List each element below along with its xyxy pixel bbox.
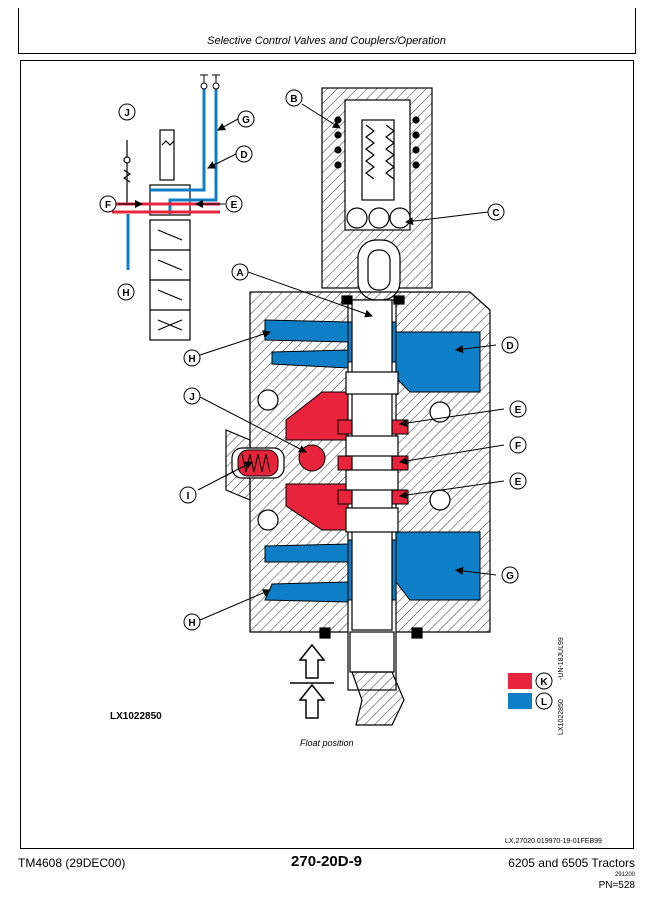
svg-text:L: L	[541, 697, 547, 708]
footer-pn: PN=528	[598, 880, 635, 891]
header-rule	[18, 53, 636, 54]
svg-text:H: H	[188, 618, 195, 629]
callout-e-upper	[509, 400, 527, 418]
callout-c	[487, 203, 505, 221]
footer-page-number: 270-20D-9	[291, 853, 362, 870]
figure-caption: Float position	[300, 738, 354, 748]
leader-lines	[118, 103, 505, 621]
svg-text:F: F	[105, 200, 111, 211]
detent-housing	[321, 87, 433, 301]
svg-text:D: D	[240, 150, 247, 161]
svg-text:E: E	[515, 405, 522, 416]
callout-circles	[99, 89, 553, 710]
header-rule-left	[18, 8, 19, 54]
figure-frame	[20, 60, 634, 849]
callout-j-top	[118, 103, 136, 121]
svg-text:I: I	[187, 491, 190, 502]
callout-h-lower	[183, 613, 201, 631]
callout-b	[285, 89, 303, 107]
callout-f	[509, 436, 527, 454]
svg-text:J: J	[124, 108, 130, 119]
svg-text:H: H	[122, 288, 129, 299]
svg-text:D: D	[506, 341, 513, 352]
callout-h-top	[117, 283, 135, 301]
top-fittings	[200, 74, 220, 90]
header-rule-right	[635, 8, 636, 54]
svg-text:H: H	[188, 354, 195, 365]
callout-e-lower	[509, 472, 527, 490]
callout-g	[501, 566, 519, 584]
svg-text:G: G	[242, 115, 250, 126]
side-code-id: LX1022850	[558, 699, 565, 735]
svg-text:E: E	[515, 477, 522, 488]
side-code-date: -UN-18JUL99	[558, 637, 565, 680]
callout-l	[535, 692, 553, 710]
svg-text:A: A	[236, 268, 243, 279]
callout-k	[535, 672, 553, 690]
svg-text:G: G	[506, 571, 514, 582]
footer-manual: TM4608 (29DEC00)	[18, 856, 126, 870]
callout-i	[179, 486, 197, 504]
svg-text:K: K	[540, 677, 548, 688]
legend-swatch-pressure	[508, 673, 532, 689]
section-title: Selective Control Valves and Couplers/Op…	[207, 35, 446, 47]
callout-a	[231, 263, 249, 281]
callout-h-upper	[183, 349, 201, 367]
callout-j	[183, 387, 201, 405]
svg-text:E: E	[231, 200, 238, 211]
hydraulic-schematic	[122, 129, 191, 341]
callout-e-top	[225, 195, 243, 213]
footer-tractors: 6205 and 6505 Tractors	[508, 856, 635, 870]
footer-date-small: 291200	[614, 872, 635, 878]
svg-text:J: J	[189, 392, 195, 403]
legend-swatch-return	[508, 693, 532, 709]
svg-text:C: C	[492, 208, 499, 219]
figure-id: LX1022850	[110, 711, 162, 722]
valve-spool	[319, 295, 423, 726]
svg-text:F: F	[515, 441, 521, 452]
callout-f-top	[99, 195, 117, 213]
footer-ref-code: LX,27020 019970-19-01FEB99	[505, 838, 602, 845]
callout-d-top	[235, 145, 253, 163]
float-arrows	[290, 643, 334, 719]
callout-letters: J G D F E H B C A D H J E F I E G H K L	[105, 94, 548, 708]
callout-g-top	[237, 110, 255, 128]
svg-text:B: B	[290, 94, 297, 105]
callout-d	[501, 336, 519, 354]
